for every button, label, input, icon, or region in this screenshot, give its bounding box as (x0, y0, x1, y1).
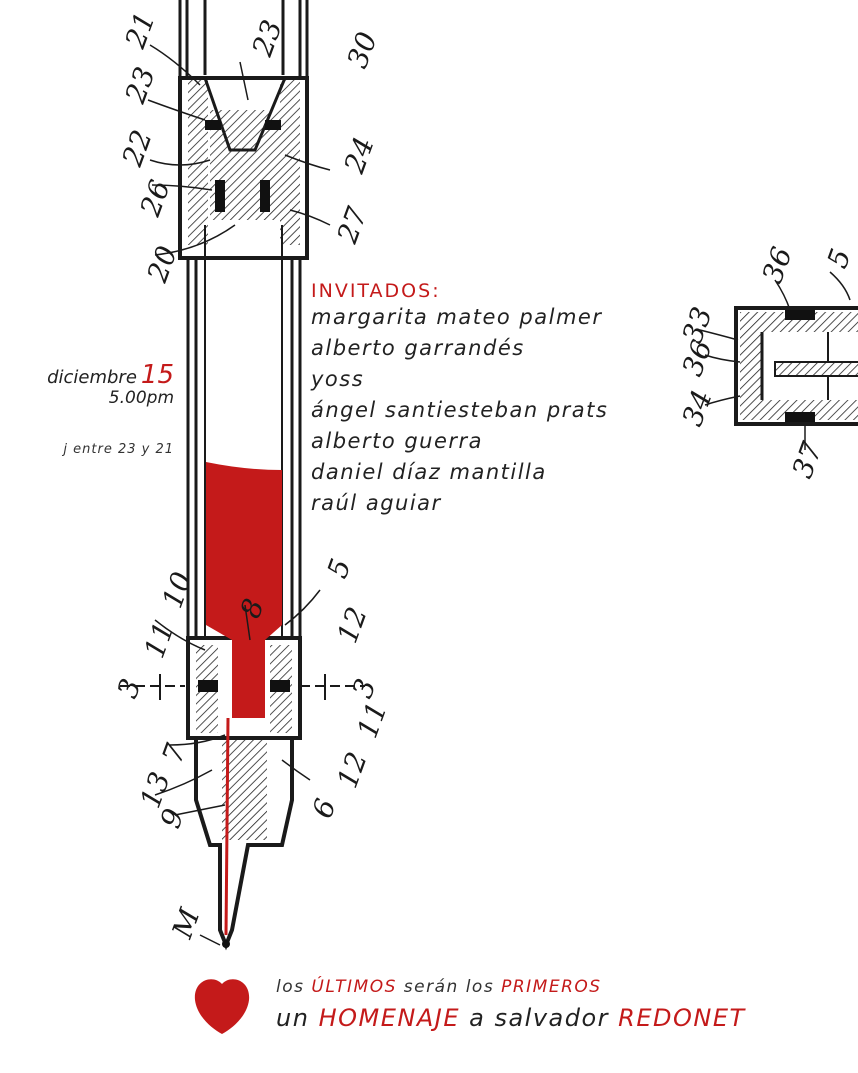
event-month: diciembre (47, 367, 137, 388)
guest-name: ángel santiesteban prats (311, 398, 609, 422)
drawing-label: 9 (154, 804, 191, 832)
ink-fill (206, 462, 282, 718)
drawing-label: M (165, 903, 207, 943)
drawing-label: 23 (118, 63, 162, 109)
footer-word: los (276, 977, 312, 997)
guest-name: alberto garrandés (311, 336, 525, 360)
guest-name: alberto guerra (311, 429, 484, 453)
footer-word-accent: PRIMEROS (501, 977, 602, 997)
drawing-label: 11 (351, 698, 394, 743)
drawing-label: 21 (118, 8, 162, 54)
drawing-label: 26 (133, 176, 177, 222)
drawing-label: 10 (156, 568, 199, 613)
footer-word-accent: HOMENAJE (318, 1004, 460, 1032)
part-drawing (699, 271, 858, 450)
drawing-label: 12 (331, 603, 374, 648)
guest-list-title: INVITADOS: (311, 280, 441, 302)
part-label: 37 (786, 437, 829, 482)
drawing-label: 22 (115, 126, 159, 172)
footer-word-accent: ÚLTIMOS (311, 977, 397, 997)
part-label: 34 (676, 386, 719, 431)
heart-icon (194, 979, 250, 1034)
part-label: 36 (676, 336, 719, 381)
drawing-label: 12 (331, 748, 374, 793)
drawing-label: 11 (138, 618, 181, 663)
footer-word-accent: REDONET (618, 1004, 746, 1032)
guest-name: raúl aguiar (311, 491, 442, 515)
drawing-label: 6 (306, 794, 343, 822)
part-label: 36 (756, 243, 799, 288)
event-day: 15 (140, 360, 174, 390)
guest-name: daniel díaz mantilla (311, 460, 547, 484)
drawing-label: 24 (337, 133, 381, 179)
event-address: j entre 23 y 21 (63, 442, 174, 457)
guest-name: margarita mateo palmer (311, 305, 603, 329)
leader-lines (147, 44, 331, 946)
ink-line (224, 717, 230, 936)
guest-list: INVITADOS: margarita mateo palmer albert… (311, 280, 608, 519)
part-label: 5 (821, 244, 858, 272)
drawing-label: 3 (111, 674, 148, 702)
footer-word: serán los (396, 977, 502, 997)
event-time: 5.00pm (108, 388, 174, 408)
footer-line1: los ÚLTIMOS serán los PRIMEROS (276, 977, 602, 997)
drawing-label: 5 (321, 554, 358, 582)
guest-name: yoss (311, 367, 365, 391)
footer-line2: un HOMENAJE a salvador REDONET (276, 1004, 746, 1032)
drawing-label: 30 (341, 28, 384, 73)
drawing-label: 13 (134, 768, 177, 813)
drawing-label: 27 (330, 202, 374, 248)
footer-word: un (276, 1004, 319, 1032)
drawing-label: 20 (140, 242, 184, 288)
footer-word: a salvador (459, 1004, 619, 1032)
